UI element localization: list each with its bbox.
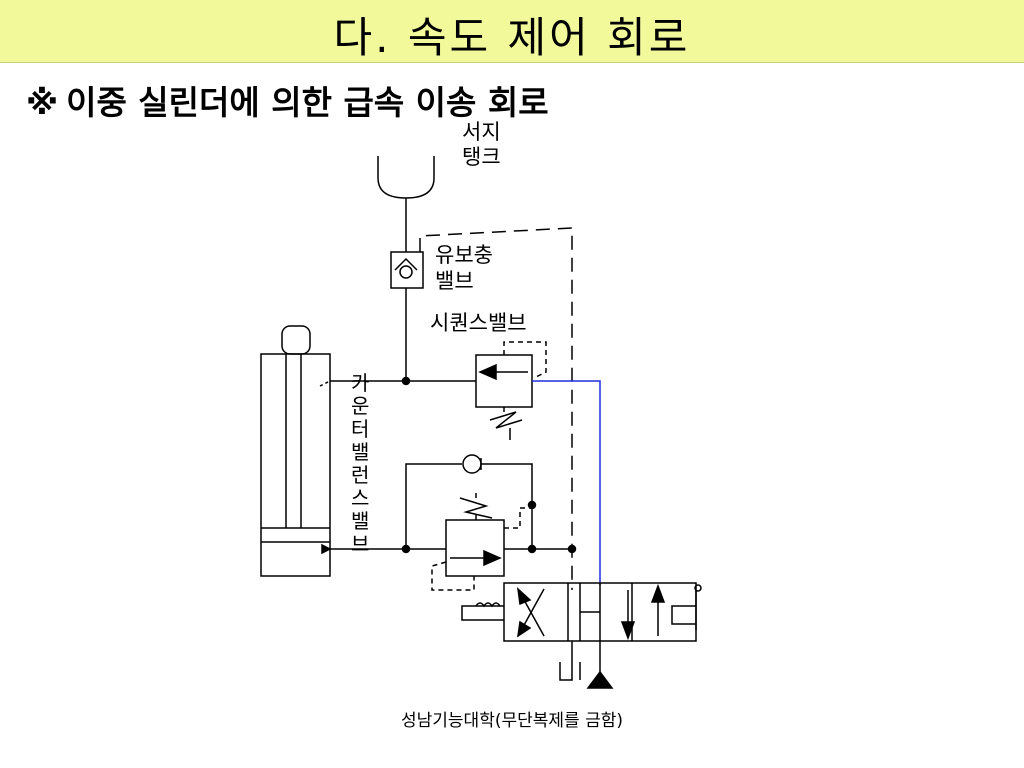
check-valve-label-2: 밸브 [435, 269, 474, 293]
surge-tank [377, 156, 435, 252]
sequence-valve-label: 시퀀스밸브 [430, 311, 527, 335]
junction-dot [401, 544, 411, 554]
subtitle: ※이중 실린더에 의한 급속 이송 회로 [26, 76, 549, 124]
sequence-valve [475, 341, 547, 440]
counterbalance-valve [405, 454, 537, 591]
title-bar: 다. 속도 제어 회로 [0, 0, 1024, 63]
footer-copyright: 성남기능대학(무단복제를 금함) [401, 711, 623, 731]
check-valve-label-1: 유보충 [435, 243, 493, 267]
junction-dot [401, 376, 411, 386]
counterbalance-label-6: 스 [351, 486, 369, 510]
drain-dashed-line [419, 227, 573, 590]
counterbalance-label-7: 밸 [351, 509, 369, 533]
page-title: 다. 속도 제어 회로 [333, 13, 691, 62]
tank-and-pump [559, 641, 614, 689]
counterbalance-label-4: 밸 [351, 440, 369, 464]
double-cylinder [260, 325, 332, 577]
prefill-check-valve [390, 251, 424, 381]
counterbalance-label-5: 런 [351, 463, 369, 487]
junction-dot [527, 544, 537, 554]
directional-control-valve [461, 582, 702, 642]
counterbalance-label-3: 터 [351, 417, 369, 441]
counterbalance-label-8: 브 [351, 532, 369, 556]
junction-dot [567, 544, 577, 554]
surge-tank-label-1: 서지 [462, 120, 501, 144]
reference-mark: ※ [26, 83, 59, 122]
pilot-line [532, 380, 601, 585]
counterbalance-label-2: 운 [351, 394, 369, 418]
subtitle-text: 이중 실린더에 의한 급속 이송 회로 [66, 83, 549, 122]
counterbalance-label-1: 카 [351, 371, 369, 395]
surge-tank-label-2: 탱크 [462, 145, 501, 169]
